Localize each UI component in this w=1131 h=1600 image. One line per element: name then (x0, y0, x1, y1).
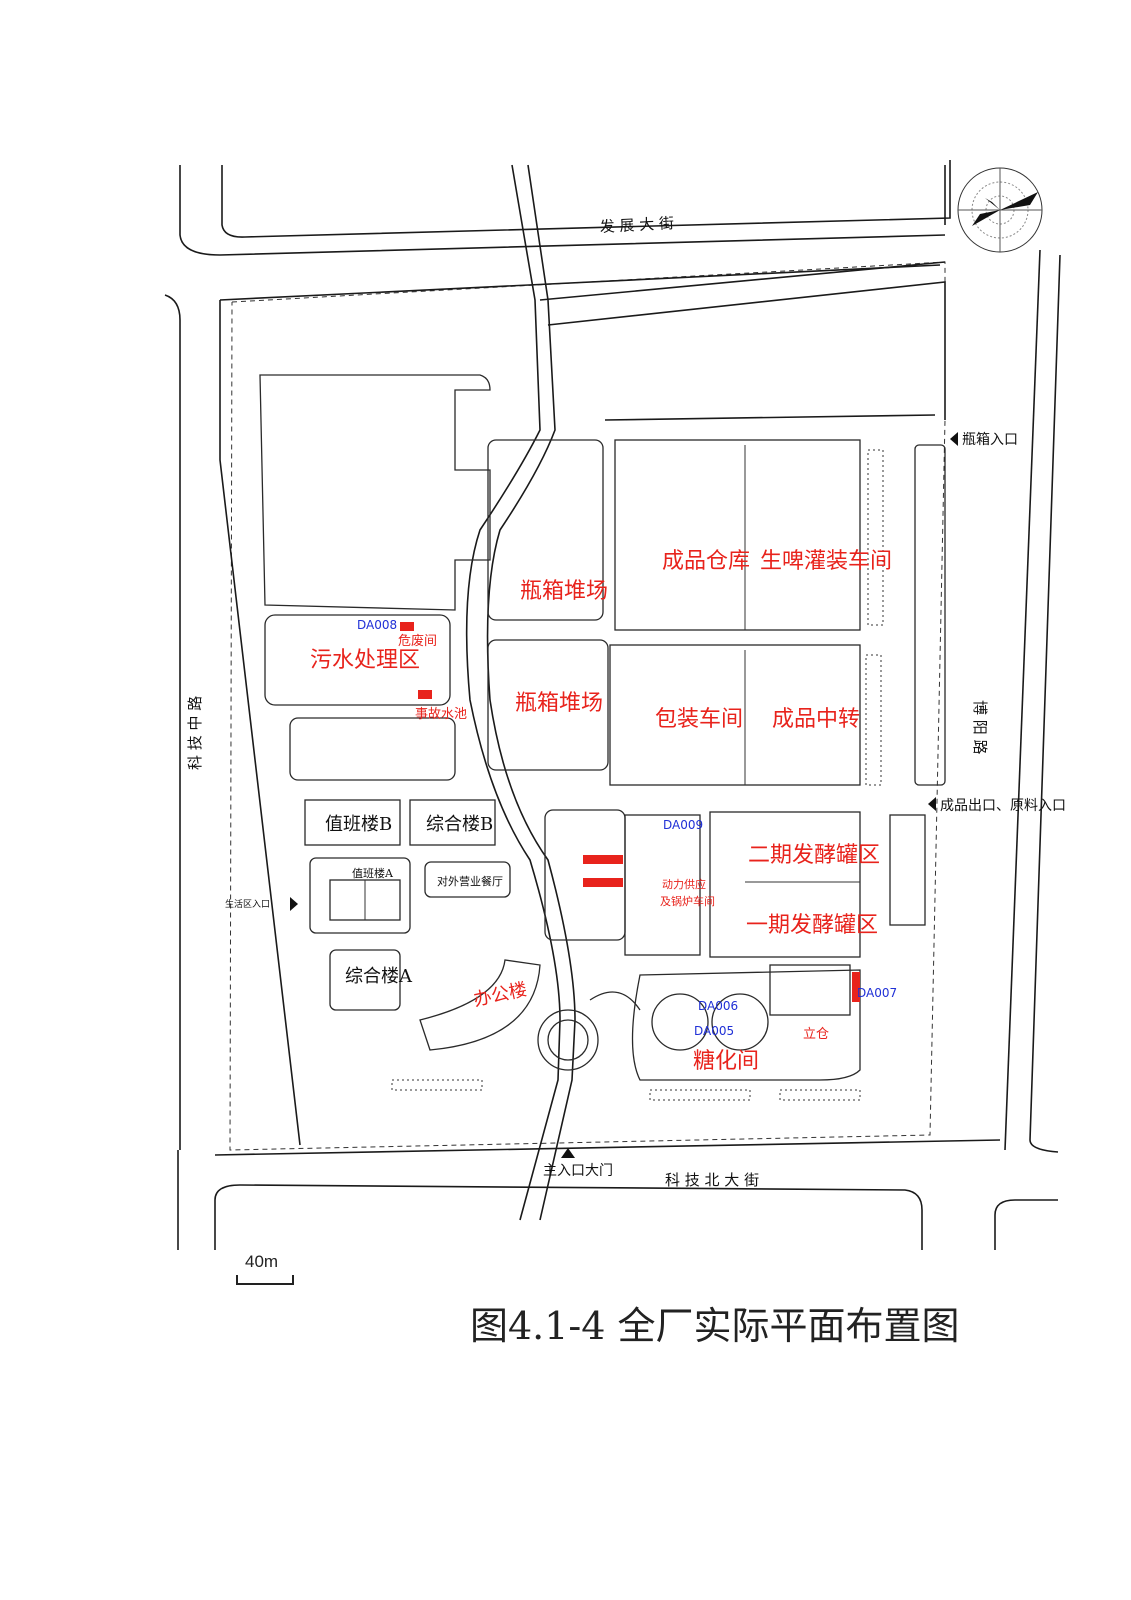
parking-stripes (391, 449, 884, 1101)
road-south-label: 科 技 北 大 街 (665, 1171, 759, 1189)
zone-duty-a: 值班楼A (352, 866, 394, 880)
zone-silo: 立仓 (803, 1027, 829, 1042)
outlet-da009: DA009 (663, 818, 703, 832)
entrance-main-gate: 主入口大门 (543, 1163, 613, 1179)
zone-saccharify: 糖化间 (693, 1049, 759, 1074)
zone-power: 动力供应 (662, 877, 706, 891)
zone-packaging: 包装车间 (655, 707, 743, 732)
outlet-da005: DA005 (694, 1024, 734, 1038)
road-network (164, 160, 1061, 1250)
zone-sewage: 污水处理区 (310, 648, 420, 673)
zone-ferment-2: 二期发酵罐区 (748, 843, 880, 868)
zone-transfer: 成品中转 (772, 707, 860, 732)
zone-boiler: 及锅炉车间 (660, 894, 715, 908)
zone-complex-b: 综合楼B (426, 814, 493, 835)
entrance-product: 成品出口、原料入口 (940, 798, 1066, 814)
zone-office: 办公楼 (472, 979, 529, 1011)
scale-bar (236, 1275, 294, 1285)
product-exit-arrow-icon (928, 797, 936, 811)
zone-bottle-yard-1: 瓶箱堆场 (520, 579, 608, 604)
zone-hazardous: 危废间 (398, 633, 437, 649)
zone-warehouse: 成品仓库 (662, 549, 750, 574)
main-gate-arrow-icon (561, 1148, 575, 1158)
zone-bottle-yard-2: 瓶箱堆场 (515, 691, 603, 716)
outlet-da006: DA006 (698, 999, 738, 1013)
buildings (259, 374, 946, 1101)
wind-rose-icon (957, 167, 1043, 253)
scale-label: 40m (245, 1252, 279, 1271)
zone-ferment-1: 一期发酵罐区 (746, 913, 878, 938)
road-north-label: 发 展 大 街 (599, 214, 674, 236)
outlet-da007: DA007 (857, 986, 897, 1000)
outlet-da008: DA008 (357, 618, 397, 632)
figure-caption: 图4.1-4 全厂实际平面布置图 (470, 1304, 960, 1348)
zone-sales-hall: 对外营业餐厅 (437, 874, 503, 888)
road-east-label: 博 阳 路 (971, 700, 989, 755)
living-entrance-arrow-icon (290, 897, 298, 911)
entrance-living: 生活区入口 (225, 898, 270, 910)
zone-complex-a: 综合楼A (345, 966, 413, 987)
road-west-label: 科 技 中 路 (186, 696, 204, 770)
entrance-bottle: 瓶箱入口 (962, 432, 1018, 448)
bottle-entrance-arrow-icon (950, 432, 958, 446)
zone-filling: 生啤灌装车间 (760, 549, 892, 574)
zone-accident-pool: 事故水池 (415, 707, 467, 722)
zone-duty-b: 值班楼B (325, 814, 392, 835)
